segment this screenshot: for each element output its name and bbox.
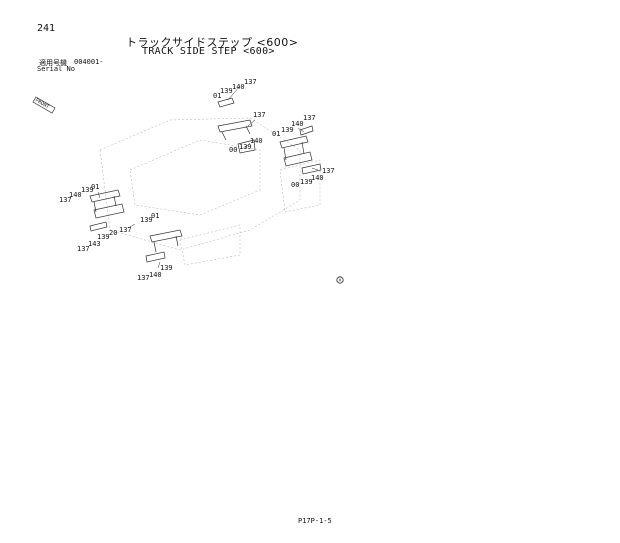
callout-139: 139: [140, 216, 153, 224]
callout-139: 139: [300, 178, 313, 186]
callout-137: 137: [77, 245, 90, 253]
callout-143: 143: [88, 240, 101, 248]
callout-140: 140: [149, 271, 162, 279]
circle-symbol-icon: [336, 276, 344, 284]
footer-page-code: P17P-1-5: [298, 517, 332, 525]
callout-137: 137: [244, 78, 257, 86]
callout-00: 00: [291, 181, 299, 189]
callout-139: 139: [81, 186, 94, 194]
frame-outline: [99, 117, 321, 266]
serial-label-japanese: 適用号機: [39, 59, 67, 67]
callout-137: 137: [322, 167, 335, 175]
callout-139: 139: [160, 264, 173, 272]
page-title-english: TRACK SIDE STEP <600>: [142, 46, 275, 57]
callout-137: 137: [119, 226, 132, 234]
callout-140: 140: [291, 120, 304, 128]
step-bracket-top-center: [217, 97, 256, 154]
callout-139: 139: [220, 87, 233, 95]
serial-number-value: 004001-: [74, 58, 104, 66]
callout-140: 140: [311, 174, 324, 182]
callout-01: 01: [272, 130, 280, 138]
step-bracket-right: [279, 125, 322, 175]
callout-137: 137: [253, 111, 266, 119]
callout-00: 00: [229, 146, 237, 154]
page-number: 241: [37, 23, 56, 34]
callout-20: 20: [109, 229, 117, 237]
step-bracket-bottom: [145, 229, 183, 263]
front-label: FRONT: [34, 98, 50, 111]
callout-01: 01: [151, 212, 159, 220]
callout-01: 01: [213, 92, 221, 100]
callout-137: 137: [303, 114, 316, 122]
callout-01: 01: [91, 183, 99, 191]
serial-label-english: Serial No: [37, 65, 75, 73]
step-bracket-left: [89, 189, 125, 232]
callout-139: 139: [239, 143, 252, 151]
callout-139: 139: [97, 233, 110, 241]
callout-137: 137: [137, 274, 150, 282]
callout-140: 140: [232, 83, 245, 91]
callout-140: 140: [69, 191, 82, 199]
callout-140: 140: [250, 137, 263, 145]
callout-labels: 137 140 139 01 137 00 139 140 01 139 140…: [59, 78, 335, 282]
leader-lines: [97, 85, 319, 269]
callout-139: 139: [281, 126, 294, 134]
callout-137: 137: [59, 196, 72, 204]
page-title-japanese: トラックサイドステップ <600>: [126, 36, 299, 49]
front-arrow-icon: FRONT: [32, 96, 56, 114]
